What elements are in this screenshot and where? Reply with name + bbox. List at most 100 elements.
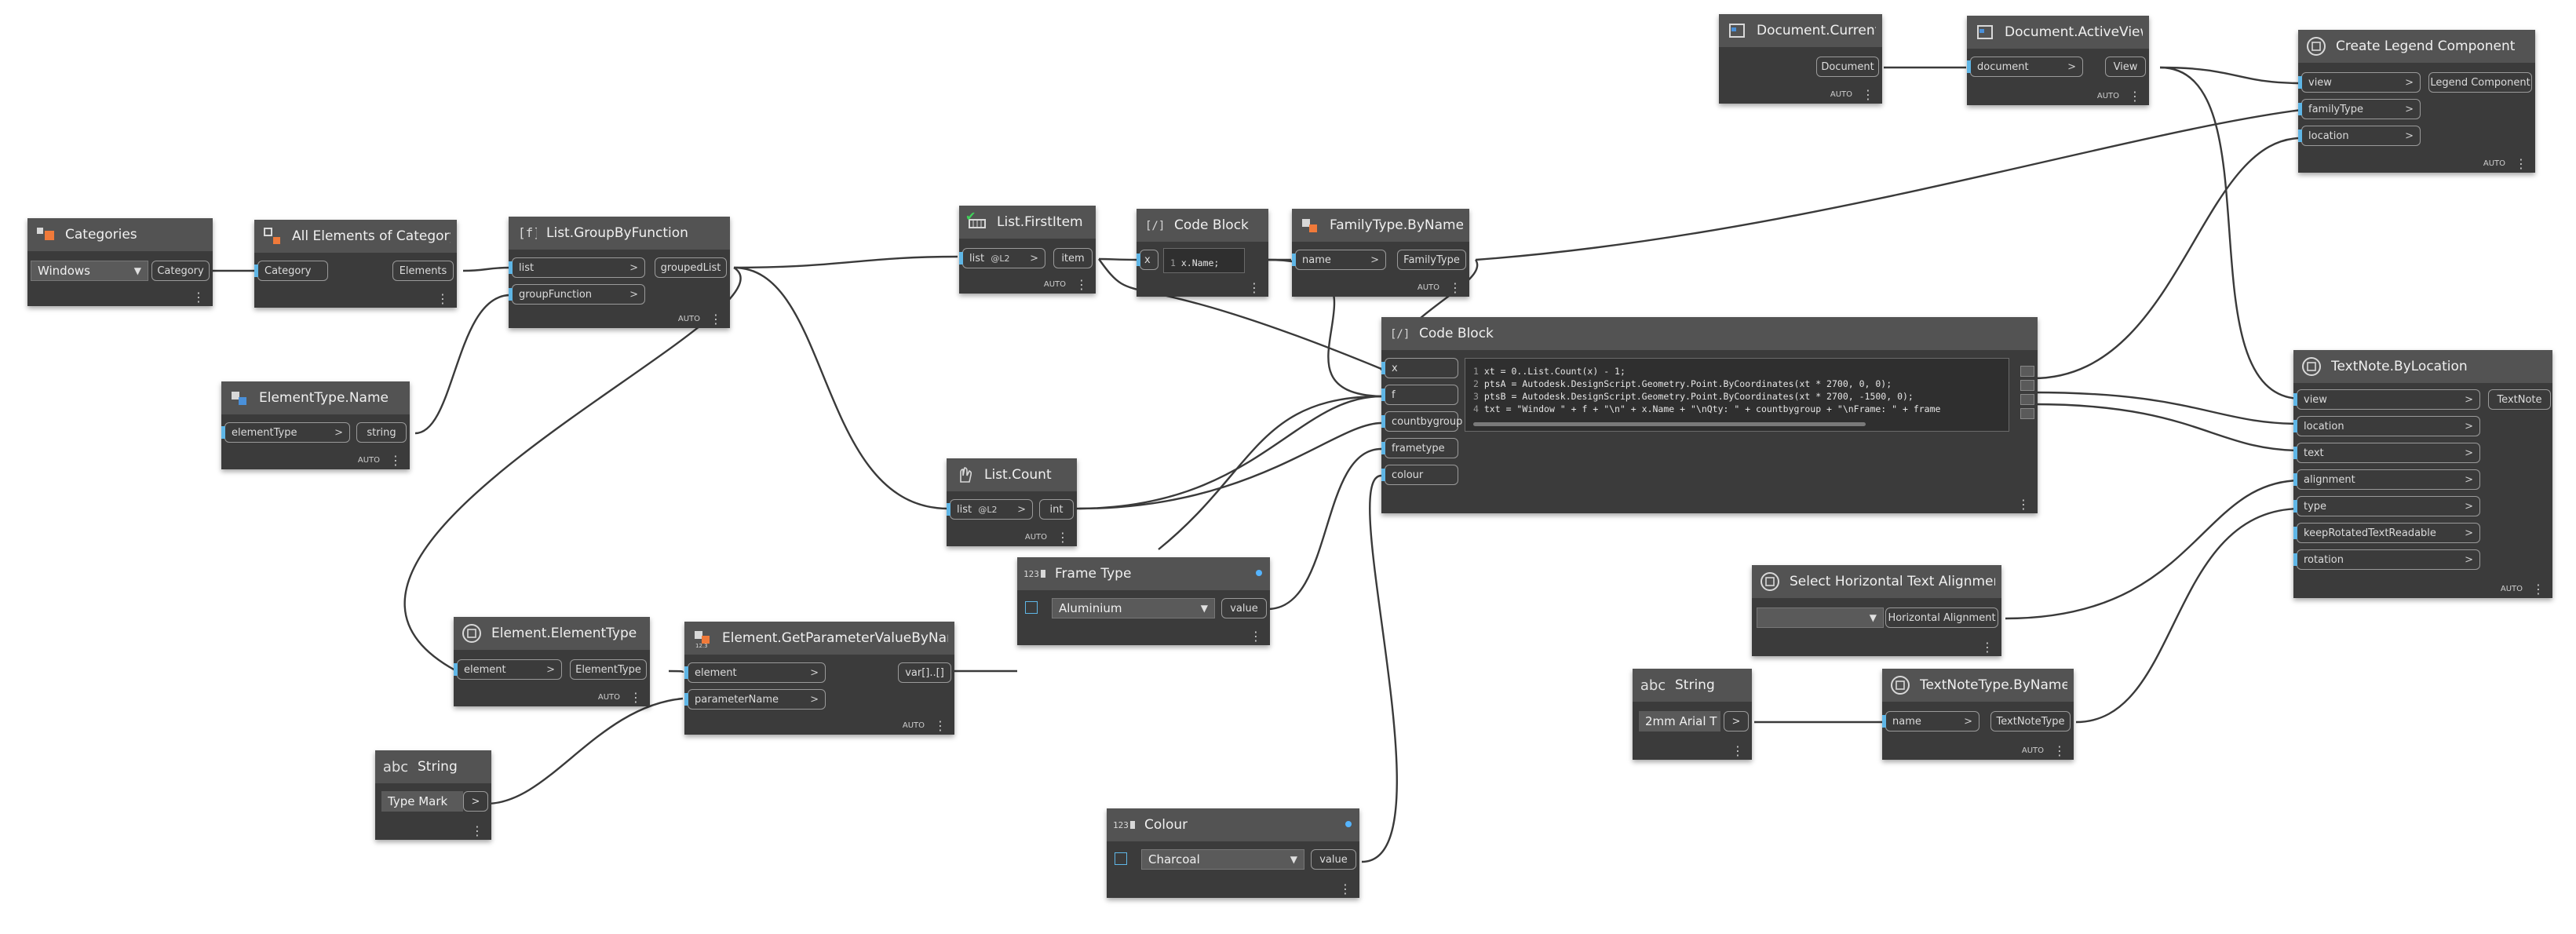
input-port-parametername[interactable]: parameterName> [684, 689, 826, 710]
node-menu-icon[interactable]: ⋮ [2515, 155, 2527, 171]
input-port-document[interactable]: document> [1967, 57, 2083, 77]
output-port[interactable] [2020, 408, 2034, 419]
node-menu-icon[interactable]: ⋮ [2017, 497, 2030, 512]
expand-toggle[interactable] [1025, 601, 1038, 614]
node-header[interactable]: Create Legend Component [2298, 30, 2535, 63]
input-port-list[interactable]: list @L2> [959, 248, 1045, 268]
input-port-location[interactable]: location> [2293, 416, 2480, 436]
output-port-value[interactable]: value [1311, 849, 1356, 870]
node-element-elementtype[interactable]: Element.ElementType element> ElementType… [454, 617, 650, 706]
code-editor[interactable]: 1 x.Name; [1163, 248, 1245, 273]
node-menu-icon[interactable]: ⋮ [471, 823, 483, 838]
node-menu-icon[interactable]: ⋮ [710, 311, 722, 327]
input-port-view[interactable]: view> [2298, 72, 2421, 93]
node-header[interactable]: [/] Code Block [1137, 209, 1268, 242]
node-header[interactable]: [f] List.GroupByFunction [509, 217, 730, 250]
output-port-textnote[interactable]: TextNote [2488, 389, 2551, 410]
node-header[interactable]: Select Horizontal Text Alignment [1752, 565, 2001, 598]
alignment-dropdown[interactable]: ▼ [1757, 607, 1884, 628]
output-port-item[interactable]: item [1053, 248, 1093, 268]
node-categories[interactable]: Categories Windows▼ Category ⋮ [27, 218, 213, 306]
lacing-level-label[interactable]: @L2 [991, 253, 1010, 264]
node-menu-icon[interactable]: ⋮ [1339, 881, 1352, 896]
node-header[interactable]: abc String [375, 750, 491, 783]
input-port-type[interactable]: type> [2293, 496, 2480, 516]
input-port-countbygroup[interactable]: countbygroup [1381, 411, 1462, 432]
category-dropdown[interactable]: Windows▼ [31, 261, 148, 281]
input-port-element[interactable]: element> [684, 662, 826, 683]
output-port-legend-component[interactable]: Legend Component [2428, 72, 2532, 93]
node-header[interactable]: ✔ List.FirstItem [959, 206, 1096, 239]
node-menu-icon[interactable]: ⋮ [192, 290, 205, 305]
code-scrollbar[interactable] [1473, 422, 1866, 426]
node-menu-icon[interactable]: ⋮ [2053, 742, 2066, 758]
input-port-f[interactable]: f [1381, 385, 1458, 405]
expand-toggle[interactable] [1115, 852, 1127, 865]
string-value-input[interactable]: 2mm Arial T [1639, 711, 1720, 732]
node-header[interactable]: FamilyType.ByName [1292, 209, 1469, 242]
input-port-x[interactable]: x [1137, 250, 1158, 270]
code-editor[interactable]: 1 xt = 0..List.Count(x) - 1; 2 ptsA = Au… [1465, 358, 2009, 432]
node-header[interactable]: 123 Colour [1107, 808, 1359, 841]
node-header[interactable]: Document.ActiveView [1967, 16, 2149, 49]
input-port-keeprotatedtextreadable[interactable]: keepRotatedTextReadable> [2293, 523, 2480, 543]
node-header[interactable]: Categories [27, 218, 213, 251]
output-port[interactable] [2020, 394, 2034, 405]
node-header[interactable]: Document.Current [1719, 14, 1882, 47]
node-menu-icon[interactable]: ⋮ [934, 717, 947, 733]
node-menu-icon[interactable]: ⋮ [1250, 629, 1262, 644]
output-port-groupedlist[interactable]: groupedList [655, 257, 727, 278]
node-list-groupbyfunction[interactable]: [f] List.GroupByFunction list> groupFunc… [509, 217, 730, 328]
input-port-element[interactable]: element> [454, 659, 562, 680]
node-string-font[interactable]: abc String 2mm Arial T > ⋮ [1633, 669, 1752, 760]
node-header[interactable]: TextNoteType.ByName [1882, 669, 2074, 702]
output-port-var[interactable]: var[]..[] [898, 662, 951, 683]
node-menu-icon[interactable]: ⋮ [1862, 86, 1874, 102]
input-port-location[interactable]: location> [2298, 126, 2421, 146]
output-port[interactable] [2020, 380, 2034, 391]
node-frame-type[interactable]: 123 Frame Type Aluminium▼ value ⋮ [1017, 557, 1270, 645]
input-port-list[interactable]: list @L2> [947, 499, 1033, 520]
input-port-category[interactable]: Category [254, 261, 328, 281]
input-port-x[interactable]: x [1381, 358, 1458, 378]
frame-type-dropdown[interactable]: Aluminium▼ [1052, 598, 1215, 618]
output-port-horizontal-alignment[interactable]: Horizontal Alignment [1885, 607, 1998, 628]
output-port-string[interactable]: > [1724, 711, 1749, 732]
node-string-typemark[interactable]: abc String Type Mark > ⋮ [375, 750, 491, 840]
node-menu-icon[interactable]: ⋮ [1449, 279, 1461, 295]
node-menu-icon[interactable]: ⋮ [629, 689, 642, 705]
output-port[interactable] [2020, 366, 2034, 377]
node-header[interactable]: 12.3 Element.GetParameterValueByName [684, 622, 954, 655]
node-header[interactable]: abc String [1633, 669, 1752, 702]
output-port-textnotetype[interactable]: TextNoteType [1990, 711, 2071, 732]
node-header[interactable]: All Elements of Category [254, 220, 457, 253]
node-textnotetype-byname[interactable]: TextNoteType.ByName name> TextNoteType A… [1882, 669, 2074, 760]
node-document-current[interactable]: Document.Current Document AUTO⋮ [1719, 14, 1882, 104]
node-header[interactable]: TextNote.ByLocation [2293, 350, 2552, 383]
node-header[interactable]: [/] Code Block [1381, 317, 2038, 350]
node-header[interactable]: ElementType.Name [221, 381, 410, 414]
input-port-rotation[interactable]: rotation> [2293, 549, 2480, 570]
node-menu-icon[interactable]: ⋮ [389, 452, 402, 468]
input-port-view[interactable]: view> [2293, 389, 2480, 410]
node-header[interactable]: List.Count [947, 458, 1077, 491]
input-port-groupfunction[interactable]: groupFunction> [509, 284, 645, 305]
output-port-document[interactable]: Document [1816, 57, 1879, 77]
node-elementtype-name[interactable]: ElementType.Name elementType> string AUT… [221, 381, 410, 469]
node-header[interactable]: 123 Frame Type [1017, 557, 1270, 590]
output-port-category[interactable]: Category [151, 261, 210, 281]
node-list-count[interactable]: List.Count list @L2> int AUTO⋮ [947, 458, 1077, 546]
lacing-level-label[interactable]: @L2 [978, 504, 998, 515]
node-element-getparametervaluebyname[interactable]: 12.3 Element.GetParameterValueByName ele… [684, 622, 954, 735]
node-menu-icon[interactable]: ⋮ [1981, 640, 1994, 655]
input-port-alignment[interactable]: alignment> [2293, 469, 2480, 490]
input-port-text[interactable]: text> [2293, 443, 2480, 463]
node-menu-icon[interactable]: ⋮ [1248, 280, 1261, 295]
output-port-elements[interactable]: Elements [392, 261, 454, 281]
input-port-colour[interactable]: colour [1381, 465, 1458, 485]
node-document-activeview[interactable]: Document.ActiveView document> View AUTO⋮ [1967, 16, 2149, 105]
node-textnote-bylocation[interactable]: TextNote.ByLocation view> location> text… [2293, 350, 2552, 598]
string-value-input[interactable]: Type Mark [381, 791, 463, 812]
input-port-elementtype[interactable]: elementType> [221, 422, 350, 443]
input-port-list[interactable]: list> [509, 257, 645, 278]
